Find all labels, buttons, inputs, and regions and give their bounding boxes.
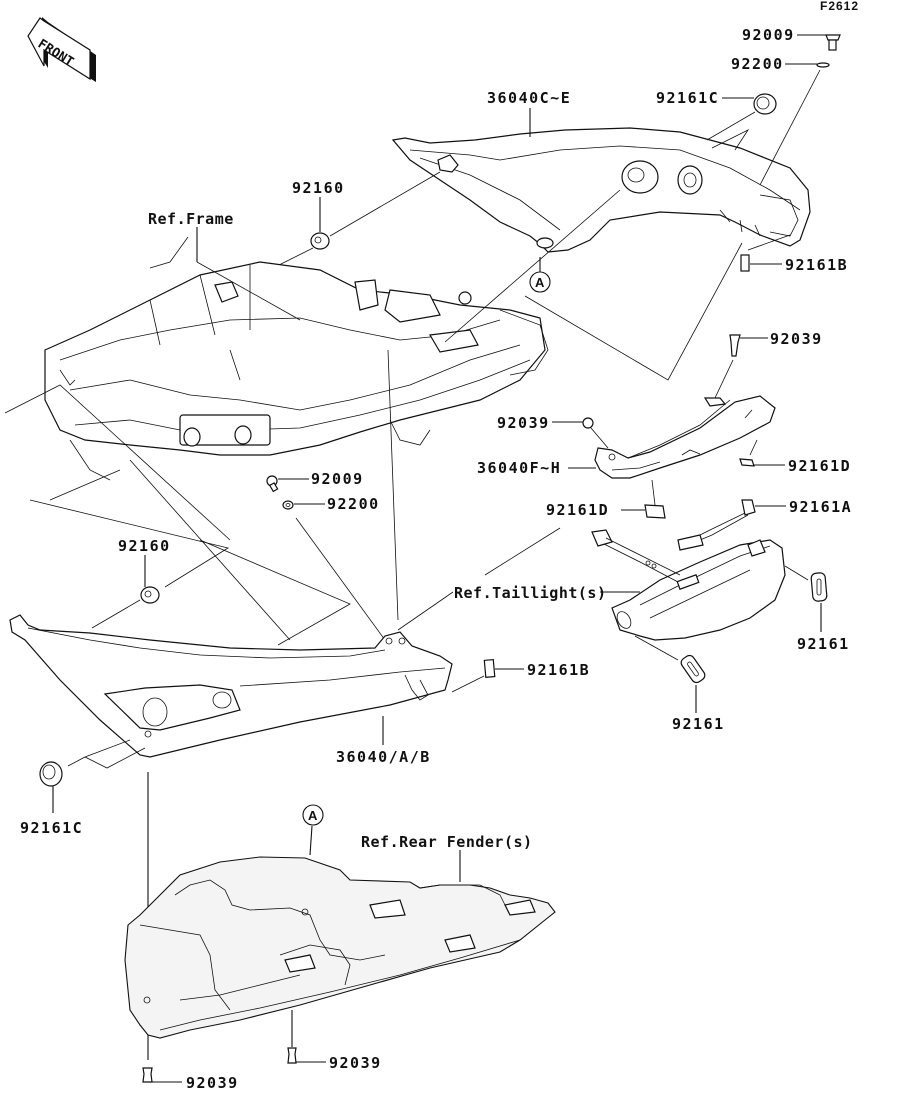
clip-icon[interactable] [287,1047,297,1064]
rear-fender-reference-part [124,856,556,1039]
label-clip-mid[interactable]: 92039 [497,414,550,432]
pad-icon[interactable] [483,658,496,678]
label-lower-trim[interactable]: 36040F~H [477,459,561,477]
washer-icon[interactable] [282,500,294,510]
clip-icon[interactable] [729,334,741,357]
callout-marker-a-lower: A [302,804,324,856]
diagram-code: F2612 [820,0,859,13]
label-grommet-tl-bottom[interactable]: 92161 [672,715,725,733]
label-upper-cover[interactable]: 36040C~E [487,89,571,107]
label-grommet-tl-right[interactable]: 92161 [797,635,850,653]
grommet-icon[interactable] [810,572,828,602]
taillight-reference-part [591,529,786,641]
label-damper-lower[interactable]: 92160 [118,537,171,555]
pad-icon[interactable] [740,254,750,272]
damper-icon[interactable] [140,586,160,604]
ref-rear-fender-label: Ref.Rear Fender(s) [361,833,533,851]
label-bolt-top[interactable]: 92009 [742,26,795,44]
label-clip-fender-left[interactable]: 92039 [186,1074,239,1092]
svg-text:A: A [308,808,318,823]
label-side-cover[interactable]: 36040/A/B [336,748,431,766]
label-bolt-mid[interactable]: 92009 [311,470,364,488]
upper-cover-part[interactable] [391,127,811,253]
label-pad-b-lower[interactable]: 92161B [527,661,590,679]
label-washer-mid[interactable]: 92200 [327,495,380,513]
clip-icon[interactable] [582,417,594,429]
ref-frame-label: Ref.Frame [148,210,234,228]
label-grommet-top[interactable]: 92161C [656,89,719,107]
label-pad-d-left[interactable]: 92161D [546,501,609,519]
label-grommet-lower[interactable]: 92161C [20,819,83,837]
front-arrow-icon: FRONT [27,17,96,82]
pad-icon[interactable] [739,458,755,467]
svg-text:A: A [535,275,545,290]
label-pad-d-right[interactable]: 92161D [788,457,851,475]
grommet-icon[interactable] [753,93,777,115]
grommet-icon[interactable] [679,654,707,685]
pad-strap-icon[interactable] [677,499,756,551]
clip-icon[interactable] [142,1067,153,1083]
grommet-icon[interactable] [39,761,63,787]
damper-icon[interactable] [310,232,330,250]
label-pad-b-upper[interactable]: 92161B [785,256,848,274]
side-cover-part[interactable] [9,614,453,758]
bolt-icon[interactable] [825,34,841,51]
pad-icon[interactable] [644,504,666,519]
bolt-icon[interactable] [266,475,279,493]
label-damper-upper[interactable]: 92160 [292,179,345,197]
label-clip-upper[interactable]: 92039 [770,330,823,348]
ref-taillight-label: Ref.Taillight(s) [454,584,607,602]
label-pad-a[interactable]: 92161A [789,498,852,516]
frame-reference-part [44,261,549,481]
lower-trim-part[interactable] [594,395,776,479]
washer-icon[interactable] [816,62,830,68]
label-washer-top[interactable]: 92200 [731,55,784,73]
label-clip-fender-right[interactable]: 92039 [329,1054,382,1072]
callout-marker-a-upper: A [529,257,551,293]
